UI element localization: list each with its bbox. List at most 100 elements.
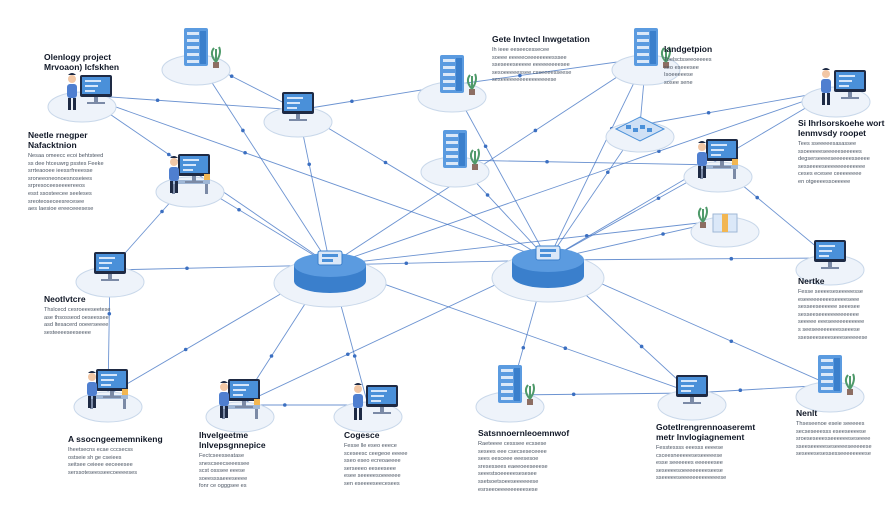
monitor-stand: [720, 161, 724, 166]
connection-dot: [533, 128, 538, 133]
monitor-stand: [108, 274, 112, 279]
screen-line: [819, 255, 829, 257]
callout-si-ihrls-title: Si Ihrlsorskoehe wort Ienmvsdy roopet: [798, 118, 885, 138]
node-illustration: [333, 383, 403, 433]
screen-line: [819, 250, 832, 252]
node-illustration: [161, 28, 231, 86]
connection-line: [547, 57, 647, 261]
screen-line: [233, 394, 243, 396]
callout-nenlt-body: Thseseenoe eseie seeeees secseseeesss es…: [796, 421, 872, 458]
connection-line: [547, 257, 831, 261]
connection-dot: [185, 266, 189, 271]
desk-leg: [123, 399, 126, 409]
person-head: [68, 75, 76, 83]
hub-screen: [317, 250, 343, 266]
screen-line: [101, 374, 117, 376]
server-side: [834, 358, 840, 391]
person-leg: [170, 181, 173, 193]
connection-line: [329, 57, 647, 266]
connection-line: [639, 89, 837, 126]
map-block: [647, 128, 652, 132]
server-slot: [443, 59, 455, 62]
callout-needle-body: Nesaa omeecc ecoi behtsteed ss dee htceu…: [28, 153, 104, 213]
monitor-base: [373, 412, 391, 414]
server-slot: [821, 359, 833, 362]
connection-dot: [656, 196, 661, 201]
callout-satsn-body: Raeteeee cesssee ecssese sesees eee csec…: [478, 441, 548, 493]
connection-dot: [352, 354, 357, 358]
person-leg: [73, 98, 76, 110]
server-slot: [446, 134, 458, 137]
connection-dot: [485, 193, 490, 197]
node-illustration: [417, 55, 487, 113]
screen-line: [99, 267, 109, 269]
plant-pot: [663, 62, 669, 68]
connection-dot: [383, 160, 388, 165]
connection-dot: [350, 99, 354, 104]
person-leg: [703, 166, 706, 178]
server-slot: [443, 73, 455, 76]
server-slot: [501, 390, 513, 393]
box-tape: [722, 214, 728, 232]
callout-gotetl: Gotetlrengrennoaseremt metr lnvlogiagnem…: [656, 422, 766, 483]
callout-neotlvtcre-title: Neotlvtcre: [44, 294, 86, 304]
central-hub-left: [273, 250, 387, 308]
monitor-stand: [94, 97, 98, 102]
screen-line: [287, 107, 297, 109]
connection-line: [451, 57, 647, 86]
connection-line: [509, 392, 693, 396]
screen-line: [85, 90, 95, 92]
screen-line: [287, 97, 303, 99]
callout-nertke: Nertke Fesse seeeeseseeeeesse eseeeeeeee…: [798, 276, 894, 342]
connection-dot: [237, 207, 241, 212]
desk-item: [732, 159, 738, 165]
node-illustration: [205, 379, 275, 433]
server-slot: [821, 366, 833, 369]
person-body: [353, 394, 363, 408]
person-hair: [698, 141, 706, 143]
callout-ihvelgeetme: Ihvelgeetme lnlvepsgnnepice Fectcseessea…: [199, 430, 291, 491]
monitor-stand: [828, 262, 832, 267]
connection-dot: [755, 195, 759, 200]
connection-line: [81, 94, 299, 111]
person-body: [821, 79, 831, 93]
server-slot: [187, 53, 199, 56]
person-hair: [354, 383, 362, 385]
person-leg: [175, 181, 178, 193]
connection-line: [329, 219, 726, 266]
connection-dot: [738, 388, 743, 393]
desk-leg: [205, 184, 208, 194]
connection-dot: [706, 110, 711, 115]
screen-line: [839, 75, 855, 77]
callout-needle: Neetle rnegper Nafacktnion Nesaa omeecc …: [28, 130, 146, 214]
person-leg: [68, 98, 71, 110]
callout-assoc: A ssocngeememnikeng Iheetsecns ecae cccs…: [68, 434, 164, 477]
plant-pot: [472, 164, 478, 170]
server-side: [200, 31, 206, 64]
connection-dot: [545, 159, 549, 164]
connection-dot: [107, 311, 112, 316]
screen-line: [371, 390, 387, 392]
plant-pot: [700, 222, 706, 228]
callout-neotlvtcre: Neotlvtcre Thslcecd cesroeeeseetese ase …: [44, 294, 140, 337]
server-slot: [501, 397, 513, 400]
server-side: [456, 58, 462, 91]
desk-item: [254, 399, 260, 405]
screen-line: [101, 384, 111, 386]
plant-leaves: [524, 383, 535, 400]
node-illustration: [683, 139, 753, 193]
monitor-base: [101, 279, 119, 281]
monitor-stand: [380, 407, 384, 412]
connection-dot: [729, 256, 734, 261]
person-head: [698, 143, 706, 151]
person-hair: [68, 73, 76, 75]
hub-screen: [535, 245, 561, 261]
connection-dot: [521, 345, 526, 350]
connection-dot: [639, 344, 644, 349]
screen-line: [233, 384, 249, 386]
person-head: [354, 385, 362, 393]
callout-gete-title: Gete Invtecl lnwgetation: [492, 34, 590, 44]
monitor-base: [713, 166, 731, 168]
person-body: [697, 152, 707, 166]
